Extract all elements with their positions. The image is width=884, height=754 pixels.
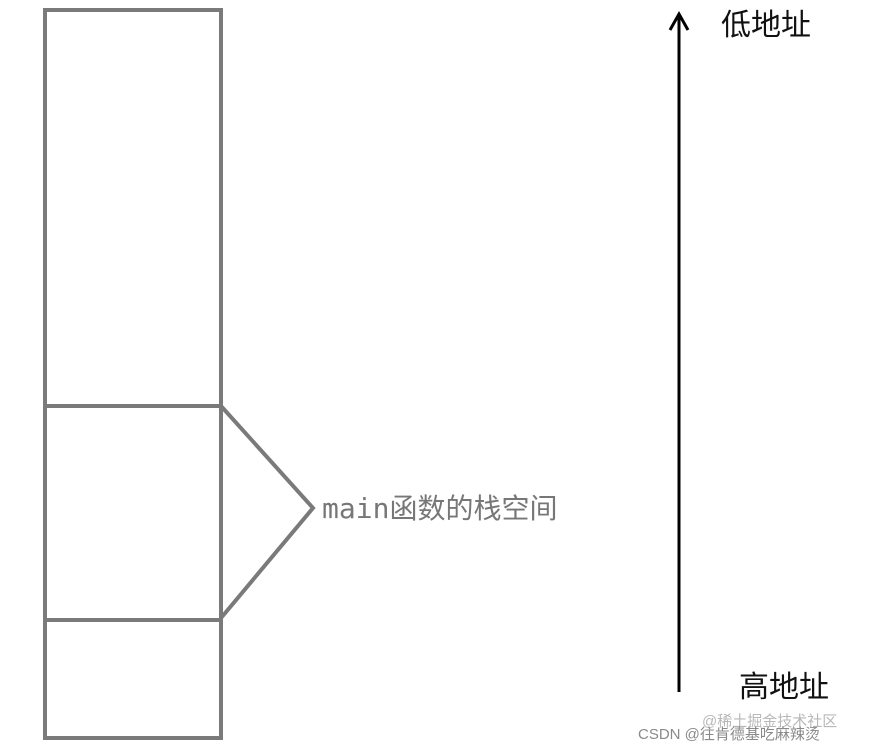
arrow-up-icon — [668, 10, 690, 31]
main-stack-label: main函数的栈空间 — [322, 492, 557, 525]
main-stack-label-suffix: 函数的栈空间 — [389, 492, 557, 525]
main-stack-frame — [43, 404, 223, 622]
stack-column — [43, 8, 223, 740]
main-stack-label-prefix: main — [322, 492, 389, 525]
watermark-juejin: @稀土掘金技术社区 — [702, 713, 837, 730]
main-frame-bracket — [219, 404, 316, 620]
low-address-label: 低地址 — [721, 8, 811, 43]
watermark-csdn: CSDN @往肯德基吃麻辣烫 — [638, 725, 820, 743]
high-address-label: 高地址 — [739, 670, 829, 705]
